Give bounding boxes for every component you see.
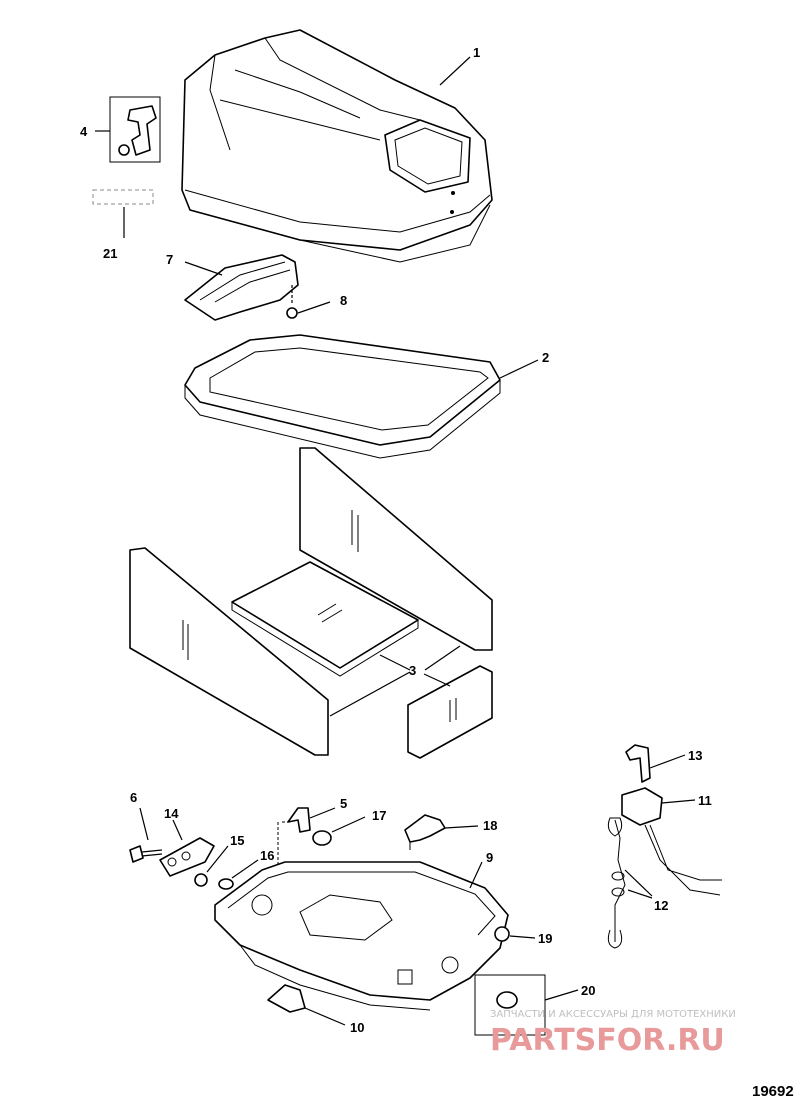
label-13: 13 bbox=[688, 748, 702, 763]
label-15: 15 bbox=[230, 833, 244, 848]
decal-outline bbox=[92, 189, 154, 205]
grommet-17 bbox=[312, 830, 332, 846]
label-8: 8 bbox=[340, 293, 347, 308]
lanyard-clip-13 bbox=[625, 744, 651, 783]
label-1: 1 bbox=[473, 45, 480, 60]
acoustic-pad-set bbox=[129, 447, 493, 759]
screw-8 bbox=[286, 285, 298, 319]
label-21: 21 bbox=[103, 246, 117, 261]
cowl-bracket bbox=[184, 254, 299, 321]
label-4: 4 bbox=[80, 124, 88, 139]
top-cowl bbox=[181, 29, 493, 263]
label-17: 17 bbox=[372, 808, 386, 823]
bottom-cowl bbox=[214, 861, 509, 1011]
watermark: ЗАПЧАСТИ И АКСЕССУАРЫ ДЛЯ МОТОТЕХНИКИ PA… bbox=[490, 1009, 736, 1058]
clip-18 bbox=[404, 814, 446, 850]
lanyard-12 bbox=[607, 817, 626, 949]
hook-5 bbox=[277, 807, 311, 868]
label-20: 20 bbox=[581, 983, 595, 998]
label-16: 16 bbox=[260, 848, 274, 863]
label-10: 10 bbox=[350, 1020, 364, 1035]
latch-kit bbox=[109, 96, 161, 163]
watermark-logo: PARTSFOR.RU bbox=[490, 1023, 725, 1058]
nut-15 bbox=[194, 873, 208, 887]
label-19: 19 bbox=[538, 931, 552, 946]
label-5: 5 bbox=[340, 796, 347, 811]
stop-switch-11 bbox=[621, 787, 722, 896]
watermark-tagline: ЗАПЧАСТИ И АКСЕССУАРЫ ДЛЯ МОТОТЕХНИКИ bbox=[490, 1009, 736, 1020]
plug-kit bbox=[474, 974, 546, 1036]
label-12: 12 bbox=[654, 898, 668, 913]
label-7: 7 bbox=[166, 252, 173, 267]
grommet-10 bbox=[267, 984, 306, 1013]
bolt-6 bbox=[129, 845, 163, 863]
label-14: 14 bbox=[164, 806, 179, 821]
washer-16 bbox=[218, 878, 234, 890]
plug-19 bbox=[494, 926, 510, 942]
label-6: 6 bbox=[130, 790, 137, 805]
label-3: 3 bbox=[409, 663, 416, 678]
label-9: 9 bbox=[486, 850, 493, 865]
reference-number: 19692 bbox=[752, 1083, 794, 1100]
label-11: 11 bbox=[698, 793, 712, 808]
label-18: 18 bbox=[483, 818, 497, 833]
latch-14 bbox=[159, 837, 215, 877]
cowl-seal bbox=[184, 334, 501, 459]
label-2: 2 bbox=[542, 350, 549, 365]
